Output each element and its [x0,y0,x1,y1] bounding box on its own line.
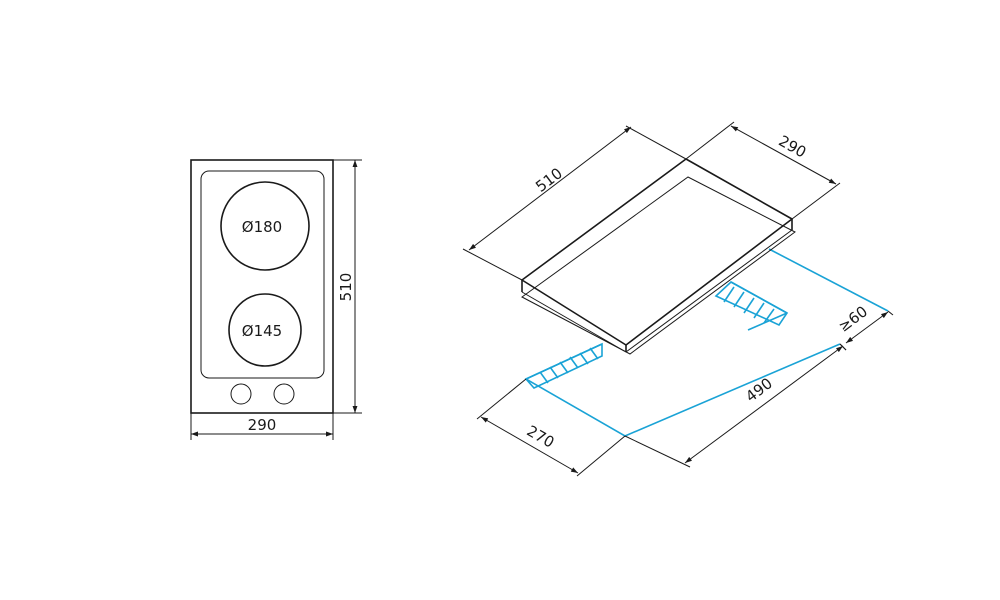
width-dimension: 290 [190,413,334,440]
burner-large [220,181,310,271]
hob-bottom-plate [521,176,796,355]
burner-small [228,293,302,367]
glass-panel [200,170,325,379]
width-dimension-label: 290 [248,416,277,434]
hob-top-surface [521,158,793,346]
iso-width-dimension: 290 [685,121,841,220]
top-view: Ø180 Ø145 290 510 [190,159,362,440]
depth-dimension-label: 510 [337,273,355,302]
control-knob-right [273,383,295,405]
control-knob-left [230,383,252,405]
iso-width-label: 290 [776,132,810,162]
iso-depth-label: 510 [532,164,566,196]
iso-view: 510 290 270 490 ≥60 [462,121,894,477]
cutout-outline [524,248,889,437]
iso-cutout-depth-dimension: 490 [624,343,847,468]
iso-cutout-width-label: 270 [524,422,558,452]
depth-dimension: 510 [333,159,362,414]
hob-outline [190,159,334,414]
burner-large-label: Ø180 [242,218,282,236]
burner-small-label: Ø145 [242,322,282,340]
hob-body [521,158,796,355]
iso-cutout-depth-label: 490 [742,374,776,406]
iso-clearance-label: ≥60 [835,302,871,335]
